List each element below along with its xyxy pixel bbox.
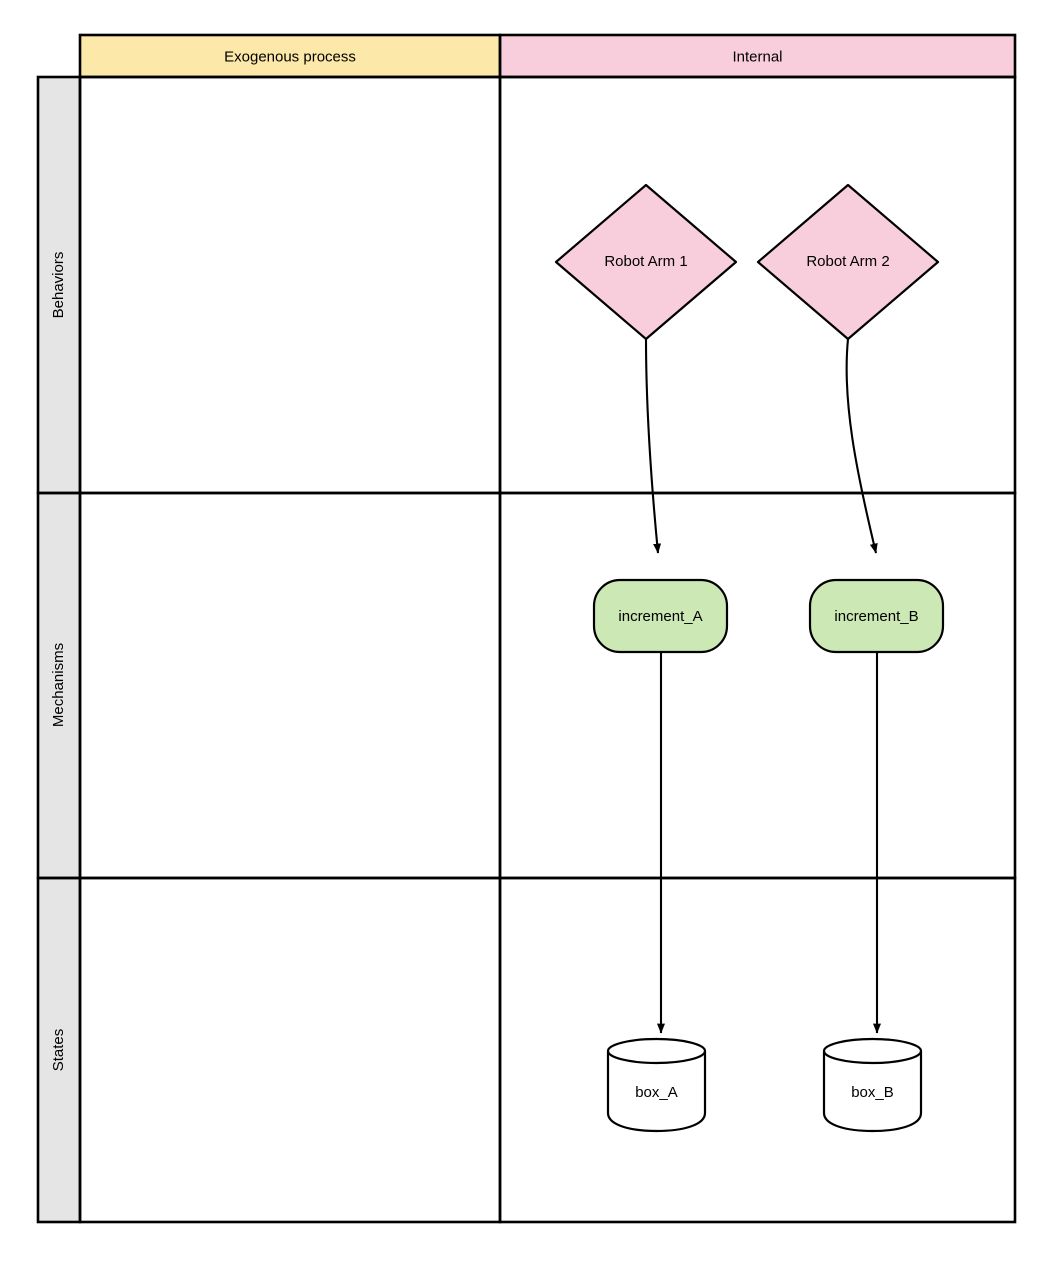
- edges-layer: [644, 338, 881, 1034]
- cell-behaviors-internal: [498, 75, 1017, 495]
- cell-states-exogenous: [78, 876, 502, 1224]
- increment-b-label: increment_B: [834, 608, 918, 625]
- column-header-exogenous: [80, 35, 500, 77]
- robot-arm-1-label: Robot Arm 1: [604, 253, 687, 270]
- column-header-exogenous-label: Exogenous process: [224, 48, 356, 65]
- node-box-a[interactable]: box_A: [606, 1037, 707, 1133]
- increment-b-rounded-rect[interactable]: [808, 578, 945, 654]
- cell-states-internal: [498, 876, 1017, 1224]
- grid-labels: Exogenous process Internal Behaviors Mec…: [50, 48, 783, 1071]
- box-b-label: box_B: [851, 1084, 894, 1101]
- node-increment-a[interactable]: increment_A: [592, 578, 729, 654]
- edge-robot-arm-1-to-increment-a[interactable]: [644, 338, 662, 554]
- robot-arm-2-diamond[interactable]: [756, 183, 940, 341]
- lane-header-states: [38, 878, 80, 1222]
- node-robot-arm-2[interactable]: Robot Arm 2: [756, 183, 940, 341]
- box-b-cylinder-body-fill: [824, 1051, 921, 1131]
- cell-mechanisms-exogenous: [78, 491, 502, 880]
- box-a-cylinder-top-fill: [608, 1039, 705, 1063]
- lane-header-behaviors-label: Behaviors: [50, 252, 67, 319]
- edge-robot-arm-2-to-increment-b[interactable]: [845, 338, 878, 554]
- swimlane-grid: [36, 33, 1017, 1224]
- lane-header-mechanisms: [38, 493, 80, 878]
- box-a-cylinder-top[interactable]: [606, 1037, 707, 1065]
- box-b-cylinder-body[interactable]: [822, 1051, 923, 1133]
- column-header-internal-label: Internal: [732, 48, 782, 65]
- box-a-cylinder-body[interactable]: [606, 1051, 707, 1133]
- robot-arm-2-label: Robot Arm 2: [806, 253, 889, 270]
- lane-header-mechanisms-label: Mechanisms: [50, 643, 67, 727]
- lane-header-states-label: States: [50, 1029, 67, 1072]
- node-box-b[interactable]: box_B: [822, 1037, 923, 1133]
- box-a-label: box_A: [635, 1084, 678, 1101]
- cell-behaviors-exogenous: [78, 75, 502, 495]
- robot-arm-1-diamond[interactable]: [554, 183, 738, 341]
- box-b-cylinder-top-fill: [824, 1039, 921, 1063]
- box-b-cylinder-top[interactable]: [822, 1037, 923, 1065]
- cell-mechanisms-internal: [498, 491, 1017, 880]
- lane-header-behaviors: [38, 77, 80, 493]
- box-a-cylinder-body-fill: [608, 1051, 705, 1131]
- increment-a-label: increment_A: [618, 608, 702, 625]
- column-header-internal: [500, 35, 1015, 77]
- node-increment-b[interactable]: increment_B: [808, 578, 945, 654]
- increment-a-rounded-rect[interactable]: [592, 578, 729, 654]
- node-robot-arm-1[interactable]: Robot Arm 1: [554, 183, 738, 341]
